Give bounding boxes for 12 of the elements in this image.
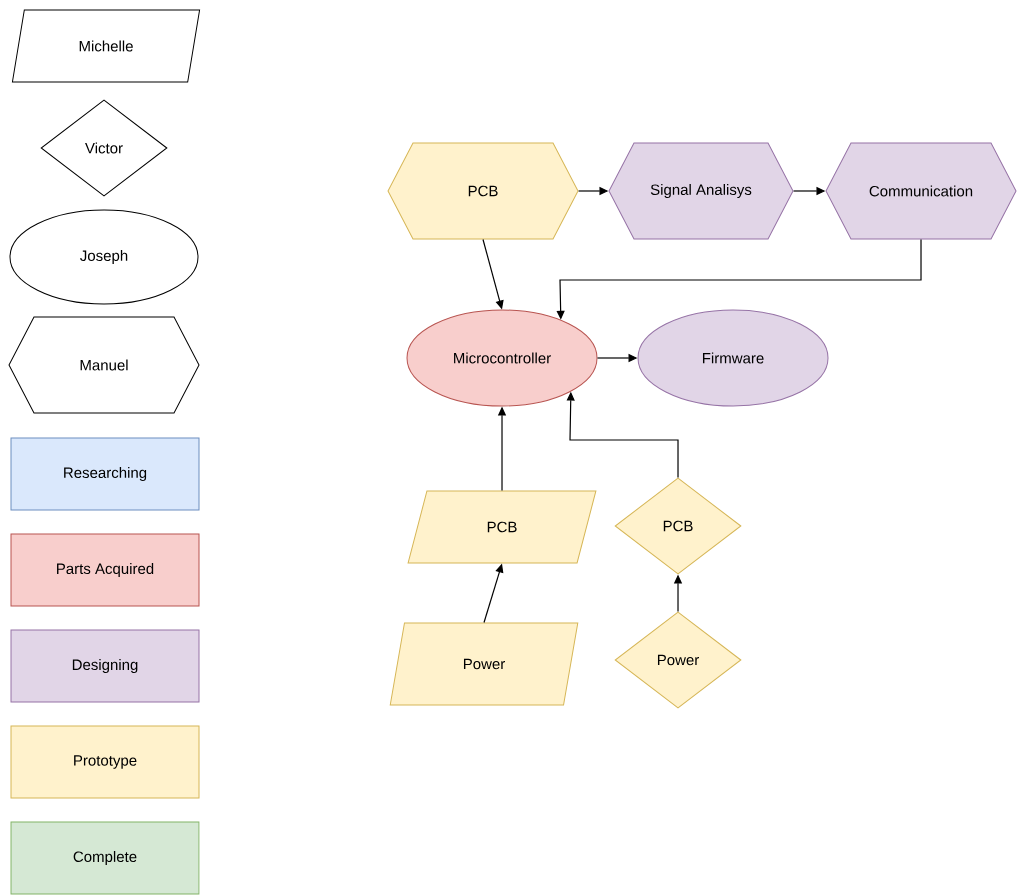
task-parallelogram: PCB xyxy=(407,490,597,564)
legend-item: Designing xyxy=(10,629,200,703)
legend-item: Parts Acquired xyxy=(10,533,200,607)
task-parallelogram: Power xyxy=(389,622,579,706)
legend-item: Complete xyxy=(10,821,200,895)
legend-item: Prototype xyxy=(10,725,200,799)
task-hexagon: Signal Analisys xyxy=(608,142,794,240)
task-hexagon: Communication xyxy=(825,142,1017,240)
assignee-parallelogram: Michelle xyxy=(11,9,201,83)
legend-item: Researching xyxy=(10,437,200,511)
assignee-hexagon: Manuel xyxy=(8,316,200,414)
task-hexagon: PCB xyxy=(387,142,579,240)
